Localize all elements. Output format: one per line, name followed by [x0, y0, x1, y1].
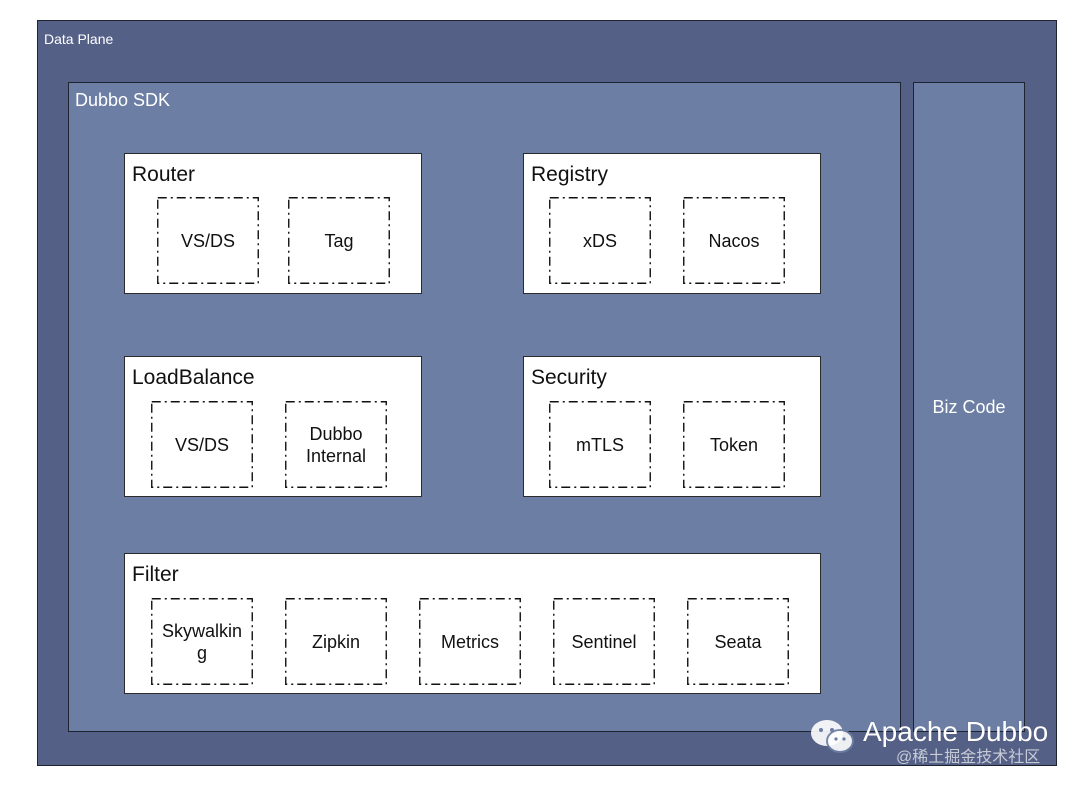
biz-code-box: Biz Code — [913, 82, 1025, 732]
filter-item-sentinel: Sentinel — [553, 598, 655, 685]
router-item-vsds: VS/DS — [157, 197, 259, 284]
watermark-subtitle: @稀土掘金技术社区 — [896, 749, 1041, 766]
biz-code-label: Biz Code — [932, 396, 1006, 417]
router-title: Router — [132, 163, 196, 186]
security-item-mtls: mTLS — [549, 401, 651, 488]
loadbalance-item-dubbo-internal: Dubbo Internal — [285, 401, 387, 488]
security-title: Security — [531, 366, 607, 389]
security-item-token: Token — [683, 401, 785, 488]
filter-item-metrics: Metrics — [419, 598, 521, 685]
filter-item-seata: Seata — [687, 598, 789, 685]
watermark-title: Apache Dubbo — [863, 716, 1049, 747]
filter-module: Filter Skywalking Zipkin Metrics Sentine… — [124, 553, 821, 694]
wechat-icon — [811, 720, 854, 753]
loadbalance-title: LoadBalance — [132, 366, 255, 389]
loadbalance-item-vsds: VS/DS — [151, 401, 253, 488]
filter-title: Filter — [132, 563, 179, 586]
filter-item-zipkin: Zipkin — [285, 598, 387, 685]
registry-module: Registry xDS Nacos — [523, 153, 821, 294]
registry-item-nacos: Nacos — [683, 197, 785, 284]
loadbalance-module: LoadBalance VS/DS Dubbo Internal — [124, 356, 422, 497]
registry-title: Registry — [531, 163, 609, 186]
router-item-tag: Tag — [288, 197, 390, 284]
dubbo-sdk-label: Dubbo SDK — [75, 90, 171, 110]
registry-item-xds: xDS — [549, 197, 651, 284]
data-plane-label: Data Plane — [44, 31, 114, 47]
security-module: Security mTLS Token — [523, 356, 821, 497]
router-module: Router VS/DS Tag — [124, 153, 422, 294]
filter-item-skywalking: Skywalking — [151, 598, 253, 685]
